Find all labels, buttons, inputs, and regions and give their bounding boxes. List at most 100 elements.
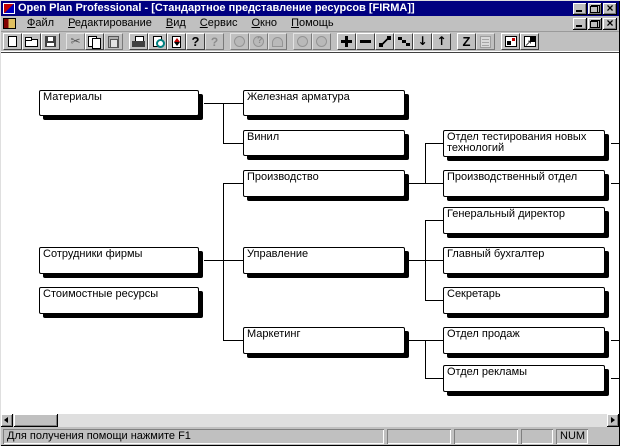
steps-icon [397,37,402,40]
connector-line [425,143,444,144]
toolbar-group-shapes-b [293,33,331,50]
connector-line [223,143,244,144]
menu-item-edit[interactable]: Редактирование [68,17,152,29]
circle-icon [297,36,308,47]
print-preview-button[interactable] [148,33,167,50]
status-bar: Для получения помощи нажмите F1 NUM [1,427,619,445]
fit-view-button[interactable] [501,33,520,50]
org-box-iron-fittings[interactable]: Железная арматура [243,90,405,116]
toolbar-group-view-tools [457,33,495,50]
link-nodes-icon [378,36,391,47]
connector-line [425,183,444,184]
org-box-marketing[interactable]: Маркетинг [243,327,405,354]
update-button[interactable] [167,33,186,50]
print-button[interactable] [129,33,148,50]
status-panel-1 [387,429,451,444]
update-arrows-icon [172,35,181,48]
org-box-materials[interactable]: Материалы [39,90,199,116]
status-panel-2 [454,429,518,444]
copy-button[interactable] [85,33,104,50]
restore-icon[interactable] [588,2,602,15]
status-spacer [591,429,617,444]
scroll-right-icon[interactable] [607,414,619,427]
org-box-production-dept[interactable]: Производственный отдел [443,170,605,197]
scrollbar-thumb[interactable] [14,414,58,427]
window-title: Open Plan Professional - [Стандартное пр… [18,2,415,14]
connector-line [425,220,444,221]
mdi-restore-icon[interactable] [588,17,602,30]
context-help-button [205,33,224,50]
print-preview-icon [153,36,165,48]
connector-line [425,143,426,184]
shape-circle-help-button [249,33,268,50]
arrow-down-icon [417,34,427,49]
org-box-secretary[interactable]: Секретарь [443,287,605,314]
title-bar: Open Plan Professional - [Стандартное пр… [1,1,619,16]
toolbar-group-output-help [129,33,224,50]
mdi-close-icon[interactable] [603,16,617,30]
expand-view-button[interactable] [520,33,539,50]
shape-ellipse2-button [312,33,331,50]
cut-icon [70,34,80,49]
org-box-company-staff[interactable]: Сотрудники фирмы [39,247,199,274]
org-box-vinyl[interactable]: Винил [243,130,405,156]
org-box-advertising-dept[interactable]: Отдел рекламы [443,365,605,392]
menu-item-window[interactable]: Окно [251,17,278,29]
circle-icon [316,36,327,47]
move-up-button[interactable] [432,33,451,50]
connector-line [611,143,619,144]
shape-arch-button [268,33,287,50]
connector-line [223,183,244,184]
link-nodes-button[interactable] [375,33,394,50]
menu-item-service[interactable]: Сервис [199,17,238,29]
print-icon [132,35,145,48]
connector-line [425,340,426,379]
toolbar-group-shapes-a [230,33,287,50]
new-document-icon [8,36,17,47]
connector-line [611,378,619,379]
minimize-icon[interactable] [573,2,587,15]
org-box-cost-resources[interactable]: Стоимостные ресурсы [39,287,199,314]
remove-node-button[interactable] [356,33,375,50]
org-box-new-tech-testing-dept[interactable]: Отдел тестирования новых технологий [443,130,605,157]
connector-line [409,340,426,341]
connector-line [425,300,444,301]
shape-ellipse-button [293,33,312,50]
new-button[interactable] [3,33,22,50]
zigzag-view-button[interactable] [457,33,476,50]
document-system-menu-icon[interactable] [3,18,16,29]
circle-icon [234,36,245,47]
mdi-minimize-icon[interactable] [573,17,587,30]
plus-icon [341,36,352,47]
menu-item-view[interactable]: Вид [165,17,186,29]
org-box-production[interactable]: Производство [243,170,405,197]
connector-line [425,260,444,261]
scroll-left-icon[interactable] [1,414,13,427]
save-button[interactable] [41,33,60,50]
connector-line [425,378,444,379]
context-help-icon [211,34,218,49]
mdi-window-controls [573,16,617,30]
menu-item-file[interactable]: Файл [27,17,55,29]
org-box-general-director[interactable]: Генеральный директор [443,207,605,234]
org-box-chief-accountant[interactable]: Главный бухгалтер [443,247,605,274]
paste-button [104,33,123,50]
connector-line [409,260,426,261]
outline-button[interactable] [394,33,413,50]
connector-line [223,103,224,144]
move-down-button[interactable] [413,33,432,50]
open-folder-icon [25,37,38,47]
add-node-button[interactable] [337,33,356,50]
org-box-management[interactable]: Управление [243,247,405,274]
notes-button [476,33,495,50]
open-button[interactable] [22,33,41,50]
org-box-sales-dept[interactable]: Отдел продаж [443,327,605,354]
menu-item-help[interactable]: Помощь [291,17,334,29]
help-button[interactable] [186,33,205,50]
close-icon[interactable] [603,1,617,15]
app-icon [3,3,15,14]
arch-icon [272,36,283,47]
help-icon [192,34,200,49]
horizontal-scrollbar[interactable] [1,414,619,427]
